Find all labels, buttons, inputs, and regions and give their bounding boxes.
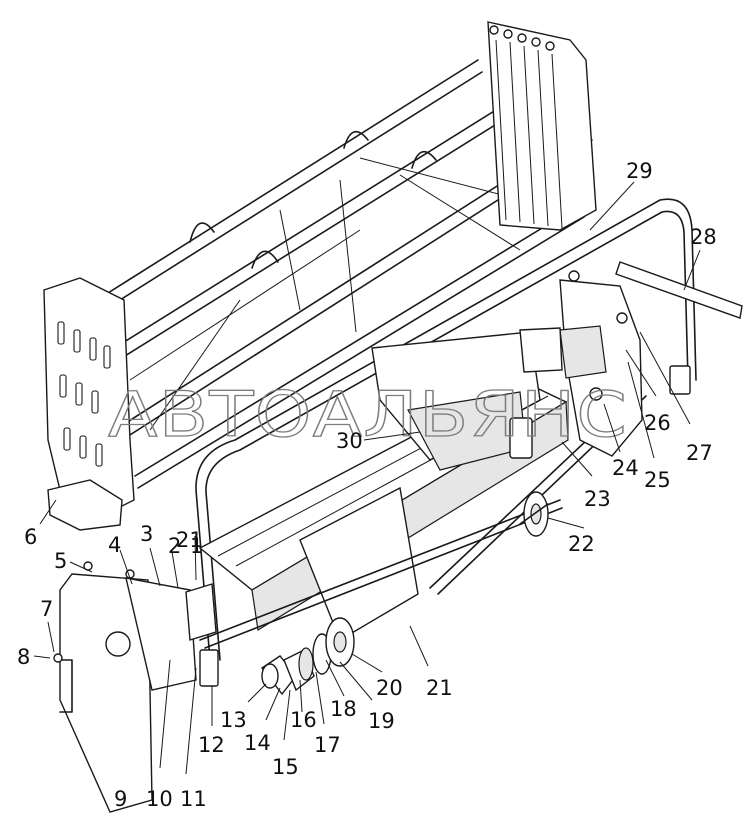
callout-14: 14 — [244, 731, 271, 755]
upper-frame — [43, 21, 597, 531]
callout-20: 20 — [376, 676, 403, 700]
callout-5: 5 — [54, 549, 67, 573]
guard-rail — [195, 198, 697, 687]
callout-6: 6 — [24, 525, 37, 549]
callout-15: 15 — [272, 755, 299, 779]
callout-30: 30 — [336, 429, 363, 453]
callout-21-bottom: 21 — [426, 676, 453, 700]
callout-23: 23 — [584, 487, 611, 511]
callout-12: 12 — [198, 733, 225, 757]
callout-1: 1 — [190, 534, 203, 558]
right-mechanism — [519, 270, 643, 457]
callout-2: 2 — [168, 534, 181, 558]
callout-25: 25 — [644, 468, 671, 492]
callout-4: 4 — [108, 533, 121, 557]
callout-16: 16 — [290, 708, 317, 732]
callout-10: 10 — [146, 787, 173, 811]
rod-part-28 — [615, 261, 743, 319]
callout-13: 13 — [220, 708, 247, 732]
sprocket-assembly — [260, 491, 549, 696]
callout-3: 3 — [140, 522, 153, 546]
watermark-text: АВТОАЛЬЯНС — [108, 378, 628, 451]
callout-17: 17 — [314, 733, 341, 757]
left-housing — [53, 561, 217, 813]
callout-22: 22 — [568, 532, 595, 556]
main-bed — [198, 331, 569, 642]
callout-8: 8 — [17, 645, 30, 669]
callout-28: 28 — [690, 225, 717, 249]
callout-26: 26 — [644, 411, 671, 435]
callout-11: 11 — [180, 787, 207, 811]
callout-29: 29 — [626, 159, 653, 183]
leader-lines — [33, 181, 701, 775]
callout-7: 7 — [40, 597, 53, 621]
callout-27: 27 — [686, 441, 713, 465]
callout-21-top: 21 — [176, 528, 203, 552]
callouts: 1 2 3 4 5 6 7 8 9 10 11 12 13 14 15 16 1… — [17, 159, 717, 811]
callout-18: 18 — [330, 697, 357, 721]
callout-24: 24 — [612, 456, 639, 480]
callout-19: 19 — [368, 709, 395, 733]
callout-9: 9 — [114, 787, 127, 811]
